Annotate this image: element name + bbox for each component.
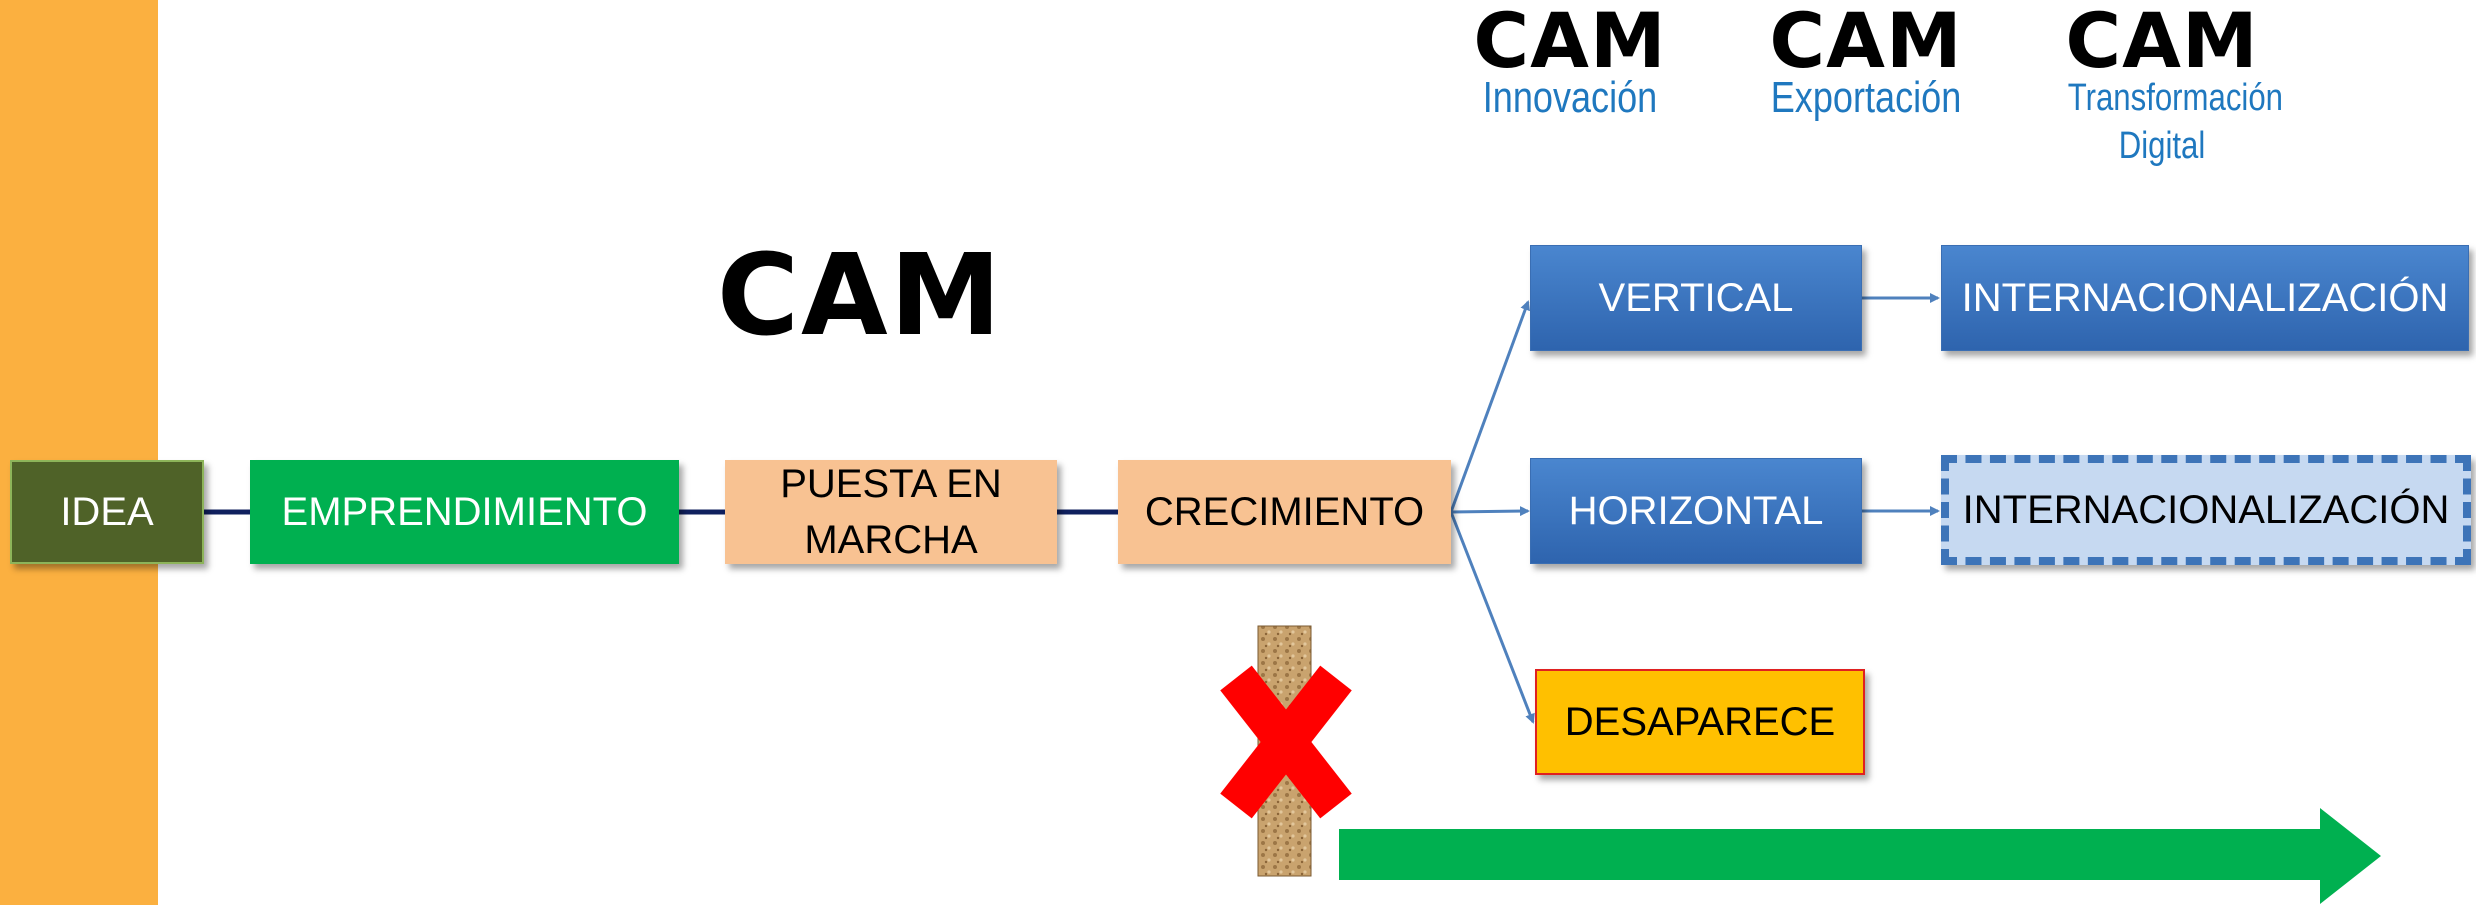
- logo-cam-exportacion: CAM Exportación: [1736, 0, 1996, 122]
- node-internacionalizacion-vertical: INTERNACIONALIZACIÓN: [1941, 245, 2469, 351]
- node-label: IDEA: [60, 490, 154, 534]
- node-internacionalizacion-horizontal: INTERNACIONALIZACIÓN: [1941, 455, 2471, 565]
- arrow-to-horizontal: [1450, 506, 1530, 517]
- logo-cam-innovacion: CAM Innovación: [1440, 0, 1700, 122]
- logo-brand-text: CAM: [716, 231, 1004, 361]
- cross-mark-icon: [1220, 665, 1352, 819]
- logo-brand-text: CAM: [1473, 0, 1667, 85]
- node-label: PUESTA EN MARCHA: [780, 462, 1002, 562]
- logo-subtitle: Transformación Digital: [2067, 77, 2284, 167]
- node-horizontal: HORIZONTAL: [1530, 458, 1862, 564]
- logo-brand-text: CAM: [2065, 0, 2259, 85]
- node-label: VERTICAL: [1598, 276, 1794, 320]
- node-label: INTERNACIONALIZACIÓN: [1962, 488, 2450, 532]
- node-label: EMPRENDIMIENTO: [281, 490, 648, 534]
- node-label: INTERNACIONALIZACIÓN: [1961, 276, 2449, 320]
- node-label: HORIZONTAL: [1568, 489, 1824, 533]
- node-vertical: VERTICAL: [1530, 245, 1862, 351]
- node-crecimiento: CRECIMIENTO: [1118, 460, 1451, 564]
- logo-brand-text: CAM: [1769, 0, 1963, 85]
- left-accent-bar: [0, 0, 158, 905]
- logo-cam-main: CAM: [700, 236, 1020, 356]
- progress-arrow: [1339, 808, 2381, 904]
- node-emprendimiento: EMPRENDIMIENTO: [250, 460, 679, 564]
- node-puesta-en-marcha: PUESTA EN MARCHA: [725, 460, 1057, 564]
- arrow-to-desaparece: [1449, 511, 1535, 724]
- node-label: DESAPARECE: [1564, 700, 1836, 744]
- arrow-to-vertical: [1449, 300, 1530, 513]
- node-idea: IDEA: [10, 460, 204, 564]
- logo-subtitle: Exportación: [1770, 73, 1962, 122]
- node-desaparece: DESAPARECE: [1535, 669, 1865, 775]
- node-label: CRECIMIENTO: [1144, 490, 1425, 534]
- logo-cam-transformacion-digital: CAM Transformación Digital: [2032, 0, 2292, 170]
- logo-subtitle: Innovación: [1482, 73, 1658, 122]
